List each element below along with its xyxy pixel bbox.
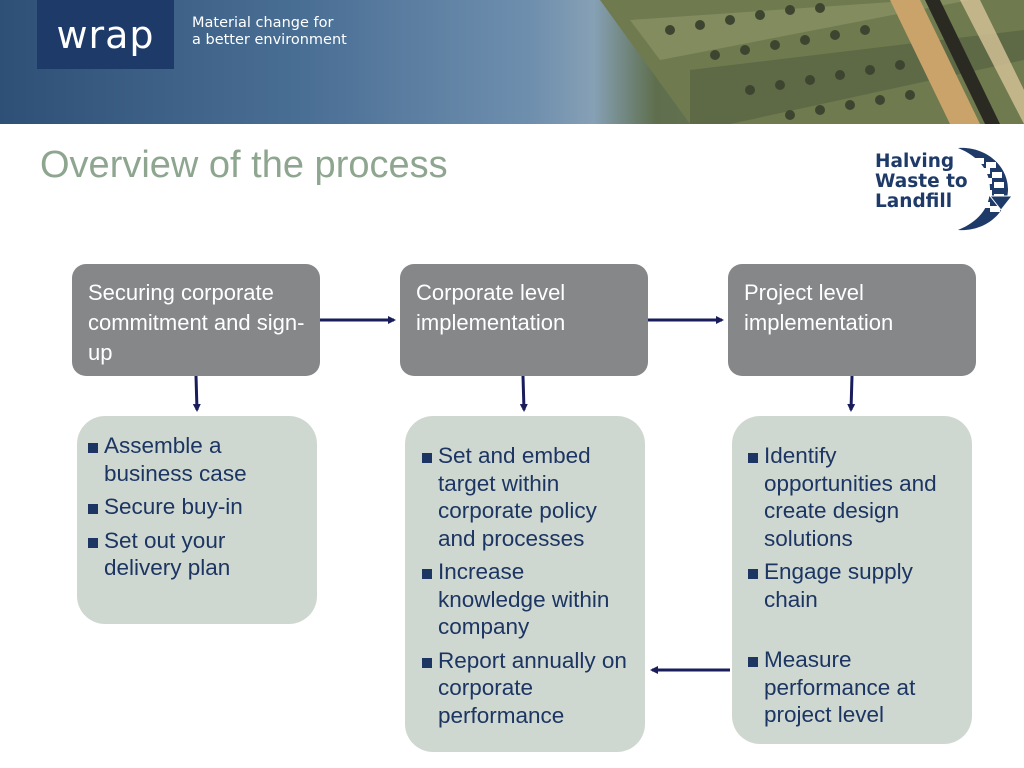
brick-wall-icon (958, 147, 1012, 231)
wrap-logo-text: wrap (56, 12, 155, 57)
list-item: Engage supply chain (747, 558, 960, 613)
arrow-down-2 (519, 375, 528, 412)
tagline-line-2: a better environment (192, 32, 347, 48)
detail-list: Identify opportunities and create design… (747, 442, 960, 729)
wrap-logo: wrap (37, 0, 174, 69)
arrow-down-1 (192, 375, 201, 412)
stage-label: Project level implementation (744, 280, 894, 335)
halving-waste-logo-line-1: Halving (875, 151, 955, 172)
halving-waste-logo-line-3: Landfill (875, 191, 953, 212)
list-item: Secure buy-in (87, 493, 307, 521)
bridge-girder-image (600, 0, 1024, 124)
list-item: Set and embed target within corporate po… (421, 442, 631, 552)
halving-waste-logo-text: Halving Waste to Landfill (875, 152, 968, 212)
tagline-line-1: Material change for (192, 15, 334, 31)
list-item: Increase knowledge within company (421, 558, 631, 641)
halving-waste-logo-line-2: Waste to (875, 171, 968, 192)
stage-box-project-implementation: Project level implementation (728, 264, 976, 376)
detail-box-project-implementation: Identify opportunities and create design… (732, 416, 972, 744)
arrow-down-3 (847, 375, 856, 412)
page-title: Overview of the process (40, 144, 448, 186)
detail-list: Set and embed target within corporate po… (421, 442, 631, 729)
stage-box-corporate-implementation: Corporate level implementation (400, 264, 648, 376)
list-item: Identify opportunities and create design… (747, 442, 960, 552)
detail-box-corporate-commitment: Assemble a business case Secure buy-in S… (77, 416, 317, 624)
stage-label: Securing corporate commitment and sign-u… (88, 280, 305, 365)
tagline: Material change for a better environment (192, 15, 347, 49)
stage-box-corporate-commitment: Securing corporate commitment and sign-u… (72, 264, 320, 376)
header-banner: wrap Material change for a better enviro… (0, 0, 1024, 124)
halving-waste-logo: Halving Waste to Landfill (872, 146, 1012, 232)
list-item: Report annually on corporate performance (421, 647, 631, 730)
list-item: Set out your delivery plan (87, 527, 307, 582)
list-item: Assemble a business case (87, 432, 307, 487)
stage-label: Corporate level implementation (416, 280, 566, 335)
detail-list: Assemble a business case Secure buy-in S… (87, 432, 307, 582)
detail-box-corporate-implementation: Set and embed target within corporate po… (405, 416, 645, 752)
list-item: Measure performance at project level (747, 646, 960, 729)
